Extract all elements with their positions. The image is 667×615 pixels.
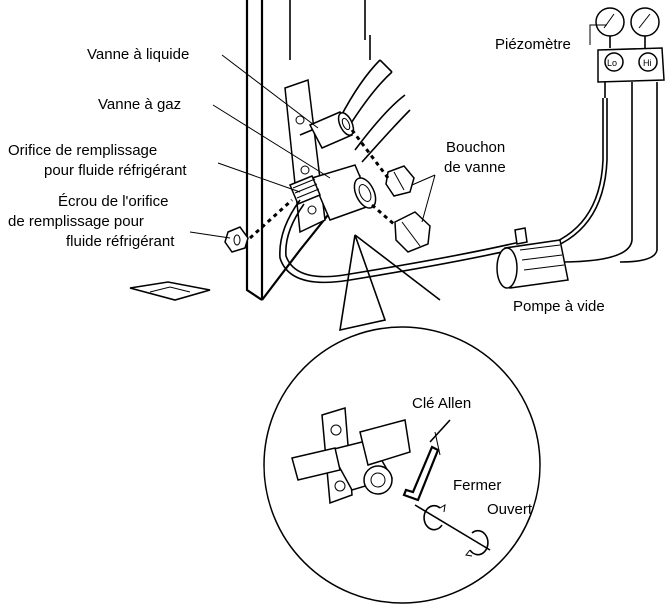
charge-hose bbox=[279, 199, 521, 284]
valve-mounting-plate bbox=[284, 78, 326, 234]
liquid-valve bbox=[299, 111, 355, 149]
label-liquid-valve: Vanne à liquide bbox=[87, 46, 189, 63]
label-gas-valve: Vanne à gaz bbox=[98, 96, 181, 113]
label-open: Ouvert bbox=[487, 501, 533, 518]
label-pressure-gauge: Piézomètre bbox=[495, 36, 571, 53]
label-valve-cap-line1: Bouchon bbox=[446, 139, 505, 156]
rotation-arrows bbox=[414, 504, 491, 557]
label-gauge-lo: Lo bbox=[607, 58, 617, 68]
removal-paths bbox=[248, 129, 396, 240]
label-charge-nut-line1: Écrou de l'orifice bbox=[58, 193, 168, 210]
label-charge-port-line1: Orifice de remplissage bbox=[8, 142, 157, 159]
label-close: Fermer bbox=[453, 477, 501, 494]
label-gauge-hi: Hi bbox=[643, 58, 652, 68]
label-charge-nut-line2: de remplissage pour bbox=[8, 213, 144, 230]
label-valve-cap-line2: de vanne bbox=[444, 159, 506, 176]
zoom-callout bbox=[263, 234, 541, 604]
valve-caps bbox=[385, 165, 431, 253]
valve-detail bbox=[291, 407, 451, 505]
label-allen-key: Clé Allen bbox=[412, 395, 471, 412]
manifold-gauge bbox=[539, 7, 665, 263]
charge-port-nut bbox=[224, 226, 249, 253]
outdoor-unit-cabinet bbox=[129, 0, 366, 301]
refrigerant-pipes bbox=[339, 35, 411, 163]
label-charge-nut-line3: fluide réfrigérant bbox=[66, 233, 175, 250]
label-vacuum-pump: Pompe à vide bbox=[513, 298, 605, 315]
vacuum-pump bbox=[496, 227, 569, 289]
leader-lines bbox=[189, 24, 607, 456]
label-charge-port-line2: pour fluide réfrigérant bbox=[44, 162, 187, 179]
